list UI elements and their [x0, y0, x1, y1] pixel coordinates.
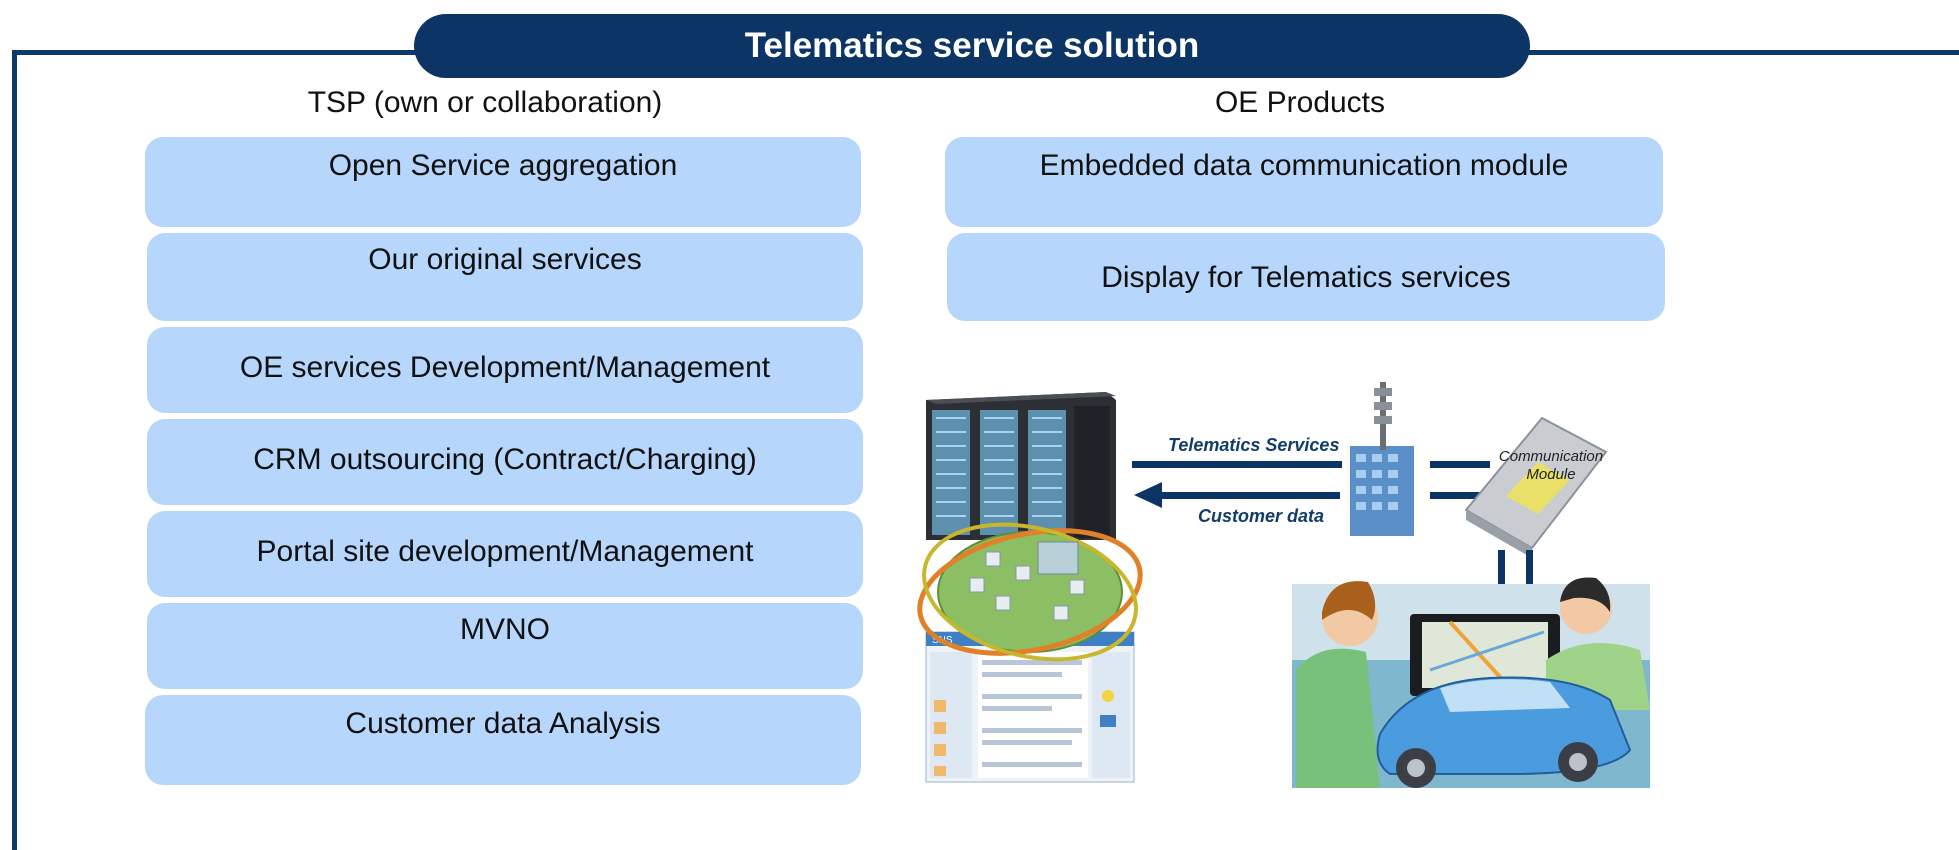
- sns-portal-image: SNS: [925, 631, 1135, 783]
- tsp-item-mvno: MVNO: [147, 603, 863, 689]
- tsp-item-label: MVNO: [460, 613, 550, 646]
- tsp-item-label: Customer data Analysis: [345, 707, 661, 740]
- communication-module-label: Communication Module: [1476, 448, 1626, 484]
- oe-item-label: Embedded data communication module: [1039, 149, 1569, 182]
- tsp-item-original-services: Our original services: [147, 233, 863, 321]
- antenna-tower-image: [1350, 382, 1414, 536]
- page-title-banner: Telematics service solution: [414, 14, 1530, 78]
- tsp-item-customer-data-analysis: Customer data Analysis: [145, 695, 861, 785]
- telematics-illustration: SNS: [917, 382, 1650, 788]
- tsp-heading: TSP (own or collaboration): [307, 86, 663, 119]
- tsp-item-crm-outsourcing: CRM outsourcing (Contract/Charging): [147, 419, 863, 505]
- arrow-label-customer-data: Customer data: [1198, 506, 1325, 526]
- data-arrows: [1132, 461, 1490, 508]
- tsp-item-oe-services: OE services Development/Management: [147, 327, 863, 413]
- tsp-item-portal-site: Portal site development/Management: [147, 511, 863, 597]
- tsp-item-label: OE services Development/Management: [239, 351, 771, 384]
- oe-item-display: Display for Telematics services: [947, 233, 1665, 321]
- oe-item-label: Display for Telematics services: [1101, 261, 1511, 294]
- oe-item-embedded-module: Embedded data communication module: [945, 137, 1663, 227]
- tsp-item-label: Open Service aggregation: [328, 149, 678, 182]
- tsp-item-label: Our original services: [368, 243, 642, 276]
- module-label-line2: Module: [1526, 466, 1576, 483]
- page-title: Telematics service solution: [744, 26, 1200, 65]
- arrow-label-telematics-services: Telematics Services: [1168, 435, 1340, 455]
- tsp-item-label: Portal site development/Management: [256, 535, 754, 568]
- network-globe-image: [917, 522, 1143, 662]
- module-label-line1: Communication: [1498, 448, 1604, 465]
- tsp-item-open-service-aggregation: Open Service aggregation: [145, 137, 861, 227]
- server-rack-image: [926, 392, 1116, 540]
- communication-module-image: [1464, 416, 1608, 558]
- car-scene-image: [1292, 577, 1650, 788]
- tsp-item-label: CRM outsourcing (Contract/Charging): [253, 443, 757, 476]
- oe-heading: OE Products: [1214, 86, 1386, 119]
